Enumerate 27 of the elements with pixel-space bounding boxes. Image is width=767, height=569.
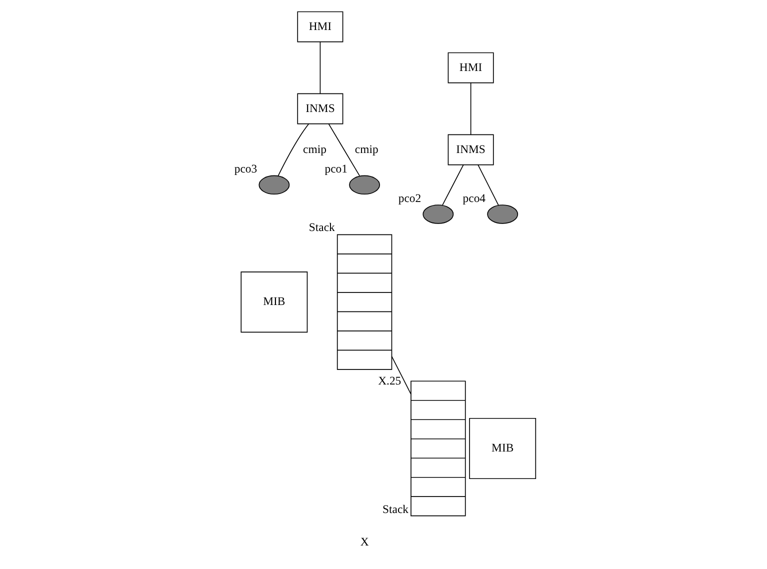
connector bbox=[319, 42, 320, 94]
node-box: INMS bbox=[296, 93, 343, 124]
connector bbox=[442, 164, 464, 206]
edge-label: X.25 bbox=[378, 374, 401, 388]
node-label: Stack bbox=[382, 503, 408, 516]
node-label: pco4 bbox=[462, 192, 486, 205]
edge-label: cmip bbox=[302, 142, 326, 156]
node-box: INMS bbox=[447, 134, 494, 166]
node-ellipse bbox=[486, 204, 518, 224]
connector bbox=[277, 124, 309, 176]
node-box: MIB bbox=[240, 272, 308, 333]
node-ellipse bbox=[348, 175, 380, 195]
node-box: MIB bbox=[468, 418, 536, 480]
node-label: pco3 bbox=[234, 162, 257, 176]
connector bbox=[328, 124, 360, 176]
node-ellipse bbox=[258, 175, 290, 195]
connector bbox=[477, 164, 498, 206]
label: X bbox=[360, 535, 368, 548]
node-ellipse bbox=[422, 204, 454, 224]
node-box: HMI bbox=[296, 11, 343, 42]
node-box: HMI bbox=[447, 52, 494, 84]
node-label: pco2 bbox=[398, 192, 421, 205]
connector bbox=[470, 82, 471, 136]
node-label: Stack bbox=[308, 221, 334, 234]
connector bbox=[390, 356, 411, 395]
node-label: pco1 bbox=[324, 162, 347, 176]
edge-label: cmip bbox=[354, 142, 378, 156]
